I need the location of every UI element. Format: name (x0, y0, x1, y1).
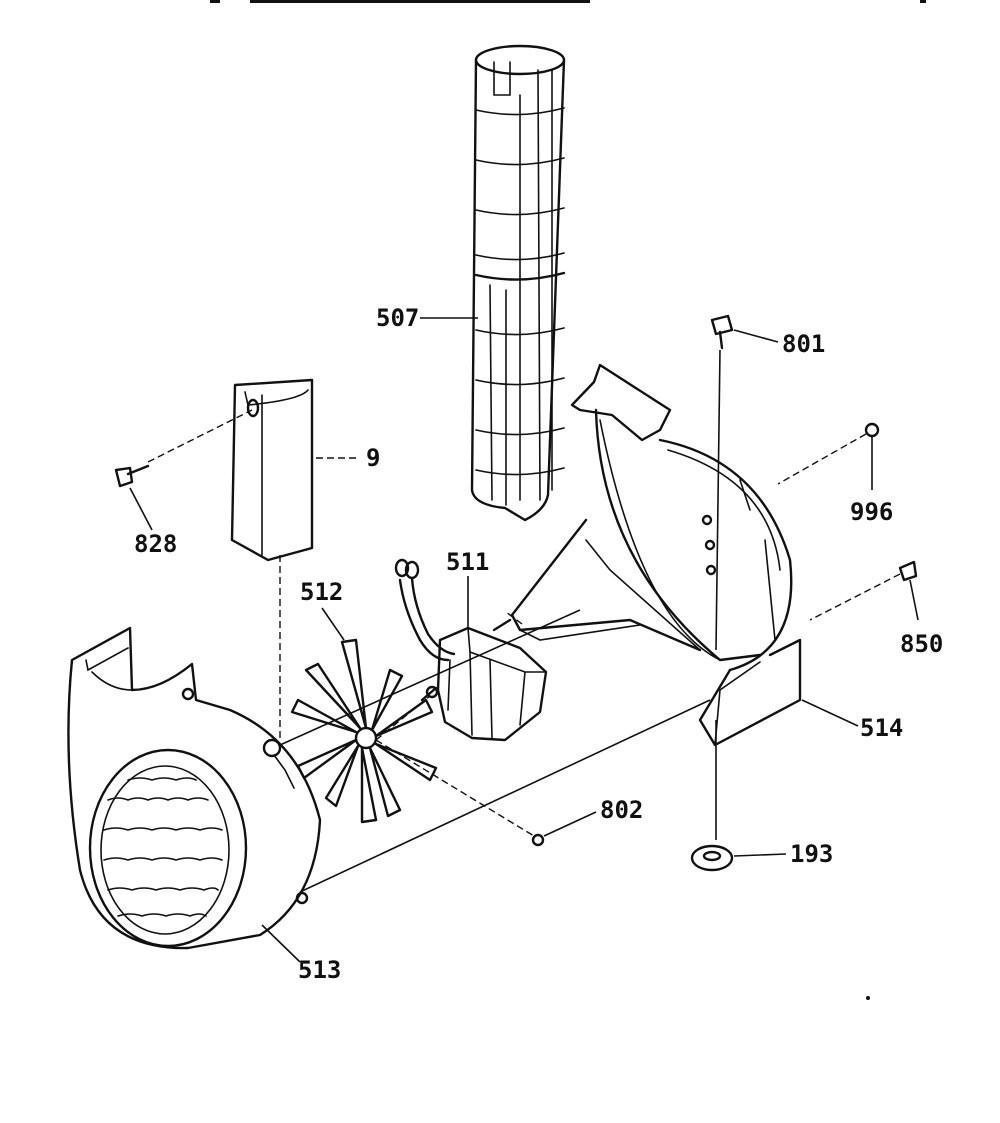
callout-996: 996 (850, 436, 893, 526)
label-514: 514 (860, 714, 903, 742)
label-9: 9 (366, 444, 380, 472)
part-514-housing-bracket (510, 363, 802, 747)
part-802-nut (375, 739, 545, 847)
label-850: 850 (900, 630, 943, 658)
callout-802: 802 (543, 796, 643, 837)
callout-9: 9 (316, 444, 380, 472)
part-507-vertical-duct (470, 44, 566, 522)
callout-828: 828 (129, 487, 177, 558)
part-850-screw (809, 560, 918, 621)
motor-wires (394, 558, 456, 662)
part-801-screw (710, 314, 734, 840)
callout-514: 514 (801, 699, 903, 742)
callout-511: 511 (446, 548, 489, 628)
label-802: 802 (600, 796, 643, 824)
label-511: 511 (446, 548, 489, 576)
part-828-screw (114, 409, 253, 488)
header-remnant (210, 0, 926, 3)
label-996: 996 (850, 498, 893, 526)
stray-mark (866, 996, 870, 1000)
part-512-fan-blade (290, 638, 438, 824)
part-9-bracket (230, 378, 314, 562)
label-513: 513 (298, 956, 341, 984)
callout-850: 850 (900, 579, 943, 658)
callout-507: 507 (376, 304, 478, 332)
callout-513: 513 (261, 924, 341, 984)
part-513-blower-housing (67, 555, 711, 950)
part-511-motor (420, 611, 548, 742)
label-507: 507 (376, 304, 419, 332)
label-801: 801 (782, 330, 825, 358)
label-512: 512 (300, 578, 343, 606)
label-828: 828 (134, 530, 177, 558)
callout-193: 193 (733, 840, 833, 868)
part-193-grommet (690, 844, 734, 872)
label-193: 193 (790, 840, 833, 868)
callout-801: 801 (733, 329, 825, 358)
part-996-nut (777, 422, 880, 485)
callout-512: 512 (300, 578, 345, 641)
